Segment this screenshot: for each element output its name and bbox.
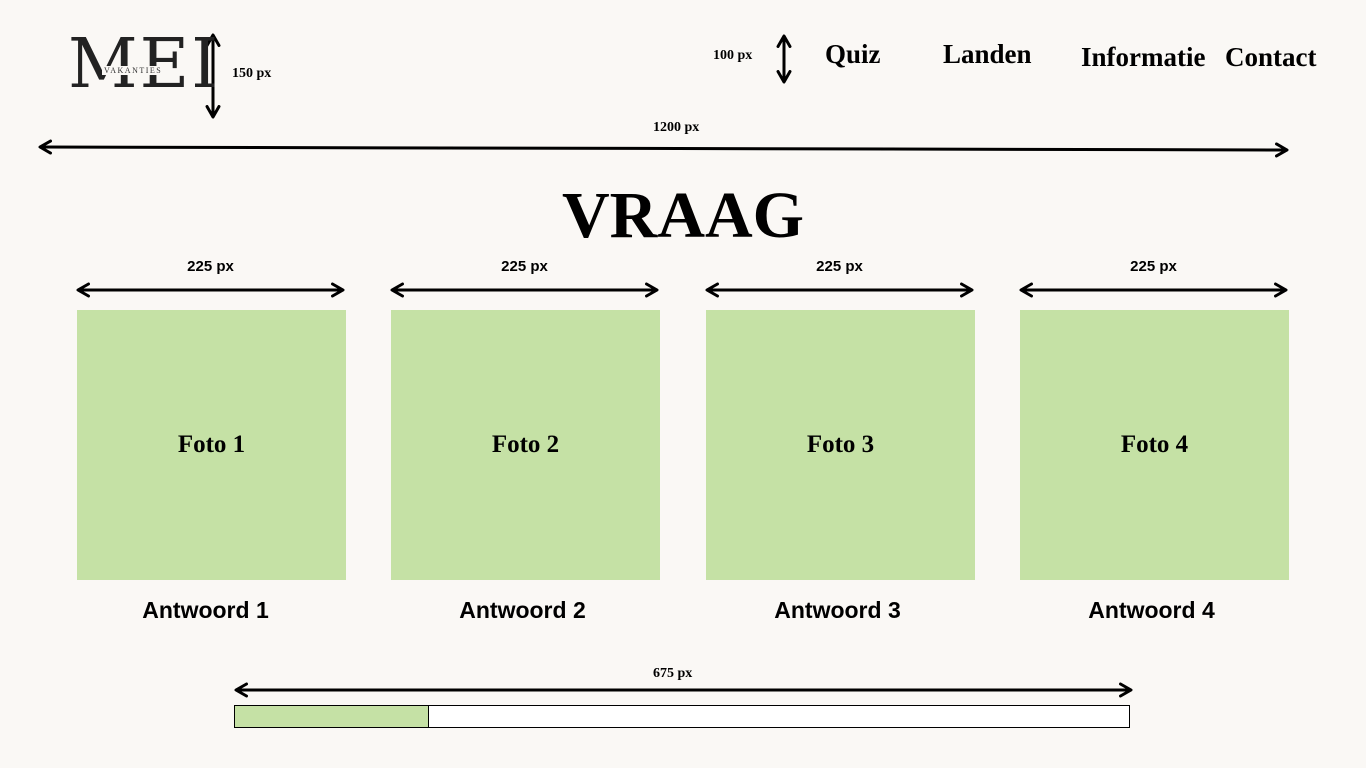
nav-contact[interactable]: Contact [1225, 42, 1317, 72]
progress-fill [235, 706, 429, 727]
logo-subtitle: VAKANTIES [102, 66, 165, 75]
photo-width-label: 225 px [187, 258, 234, 275]
photo-width-label: 225 px [1130, 258, 1177, 275]
photo-option-2[interactable]: Foto 2 [391, 310, 660, 580]
photo-option-3[interactable]: Foto 3 [706, 310, 975, 580]
logo-height-label: 150 px [232, 66, 272, 81]
question-title: VRAAG [562, 179, 804, 252]
logo[interactable]: MEI [68, 25, 221, 104]
photo-label: Foto 3 [806, 431, 875, 458]
answer-option-2[interactable]: Antwoord 2 [459, 597, 586, 623]
page-width-arrow [38, 139, 1289, 158]
photo-label: Foto 1 [177, 431, 246, 458]
progress-bar [234, 705, 1130, 728]
progress-width-label: 675 px [653, 666, 693, 681]
photo-label: Foto 4 [1120, 431, 1189, 458]
photo-option-1[interactable]: Foto 1 [77, 310, 346, 580]
answer-option-4[interactable]: Antwoord 4 [1088, 597, 1215, 623]
nav-quiz[interactable]: Quiz [825, 39, 881, 69]
answer-option-3[interactable]: Antwoord 3 [774, 597, 901, 623]
photo-label: Foto 2 [491, 431, 560, 458]
nav-height-label: 100 px [713, 48, 753, 63]
nav-landen[interactable]: Landen [943, 39, 1032, 69]
page-width-label: 1200 px [653, 120, 700, 135]
photo-width-label: 225 px [816, 258, 863, 275]
photo-width-label: 225 px [501, 258, 548, 275]
answer-option-1[interactable]: Antwoord 1 [142, 597, 269, 623]
nav-informatie[interactable]: Informatie [1081, 42, 1206, 72]
photo-option-4[interactable]: Foto 4 [1020, 310, 1289, 580]
